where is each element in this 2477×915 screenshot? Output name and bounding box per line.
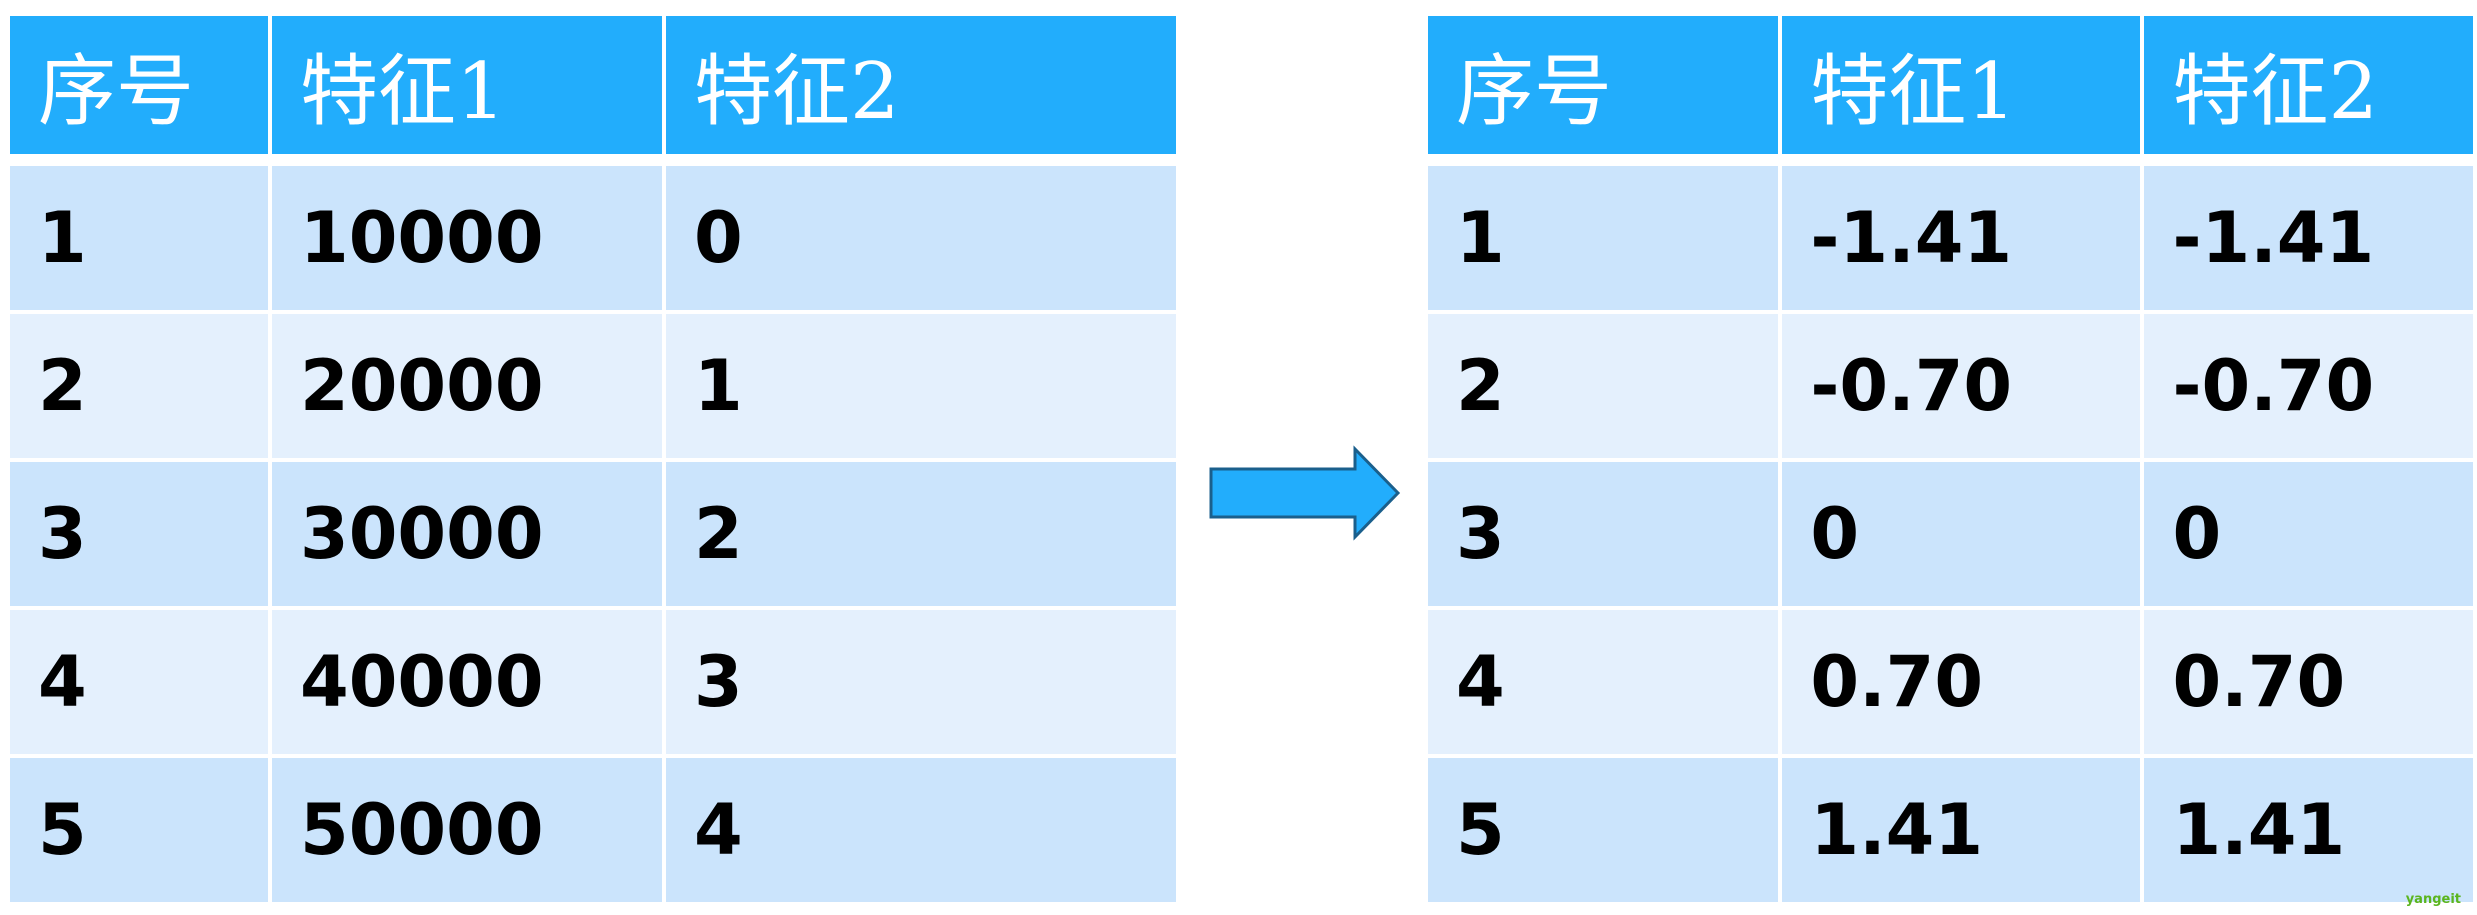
cell-feature-1: 50000 <box>272 758 662 902</box>
right-arrow-icon <box>1205 445 1405 549</box>
cell-feature-2: 0 <box>2144 462 2473 606</box>
cell-feature-1: -1.41 <box>1782 166 2141 310</box>
header-feature-1: 特征1 <box>1782 16 2141 162</box>
cell-feature-1: 0 <box>1782 462 2141 606</box>
table-row: 4 40000 3 <box>10 610 1176 754</box>
cell-feature-2: 2 <box>666 462 1176 606</box>
cell-feature-2: 1.41 <box>2144 758 2473 902</box>
header-row: 序号 特征1 特征2 <box>1428 16 2473 162</box>
original-data-table: 序号 特征1 特征2 1 10000 0 2 20000 1 3 30000 2… <box>6 12 1180 906</box>
table-row: 1 10000 0 <box>10 166 1176 310</box>
header-feature-2: 特征2 <box>2144 16 2473 162</box>
cell-index: 4 <box>10 610 268 754</box>
table-row: 5 1.41 1.41 <box>1428 758 2473 902</box>
cell-feature-2: 0.70 <box>2144 610 2473 754</box>
cell-index: 5 <box>10 758 268 902</box>
cell-feature-2: -0.70 <box>2144 314 2473 458</box>
cell-index: 1 <box>10 166 268 310</box>
cell-feature-2: -1.41 <box>2144 166 2473 310</box>
cell-feature-2: 4 <box>666 758 1176 902</box>
cell-index: 5 <box>1428 758 1779 902</box>
table-row: 4 0.70 0.70 <box>1428 610 2473 754</box>
cell-feature-1: 20000 <box>272 314 662 458</box>
cell-index: 2 <box>1428 314 1779 458</box>
cell-feature-1: 30000 <box>272 462 662 606</box>
standardized-data-table: 序号 特征1 特征2 1 -1.41 -1.41 2 -0.70 -0.70 3… <box>1424 12 2477 906</box>
header-feature-1: 特征1 <box>272 16 662 162</box>
cell-index: 1 <box>1428 166 1779 310</box>
header-index: 序号 <box>1428 16 1779 162</box>
header-feature-2: 特征2 <box>666 16 1176 162</box>
table-row: 1 -1.41 -1.41 <box>1428 166 2473 310</box>
table-row: 3 0 0 <box>1428 462 2473 606</box>
cell-index: 4 <box>1428 610 1779 754</box>
table-row: 3 30000 2 <box>10 462 1176 606</box>
table-row: 5 50000 4 <box>10 758 1176 902</box>
watermark: yangeit <box>2405 892 2461 907</box>
cell-index: 3 <box>10 462 268 606</box>
cell-index: 3 <box>1428 462 1779 606</box>
cell-feature-2: 1 <box>666 314 1176 458</box>
cell-feature-2: 0 <box>666 166 1176 310</box>
table-row: 2 -0.70 -0.70 <box>1428 314 2473 458</box>
cell-feature-1: 1.41 <box>1782 758 2141 902</box>
cell-index: 2 <box>10 314 268 458</box>
header-row: 序号 特征1 特征2 <box>10 16 1176 162</box>
cell-feature-2: 3 <box>666 610 1176 754</box>
cell-feature-1: 0.70 <box>1782 610 2141 754</box>
cell-feature-1: -0.70 <box>1782 314 2141 458</box>
header-index: 序号 <box>10 16 268 162</box>
cell-feature-1: 40000 <box>272 610 662 754</box>
cell-feature-1: 10000 <box>272 166 662 310</box>
table-row: 2 20000 1 <box>10 314 1176 458</box>
